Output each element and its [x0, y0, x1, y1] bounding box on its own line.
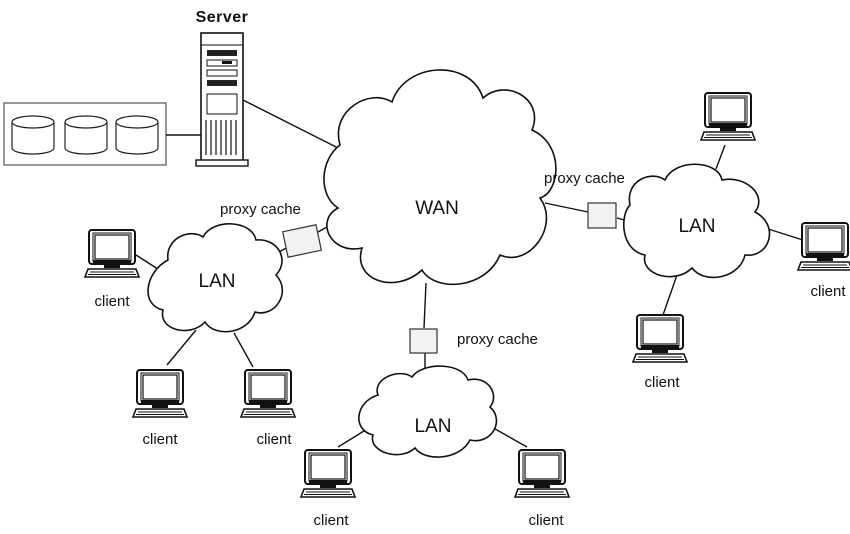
lan-cloud-bottom — [358, 365, 498, 458]
client-computer-icon — [132, 369, 188, 418]
client-label: client — [313, 512, 349, 529]
proxy-cache-box-left — [281, 224, 323, 258]
wan-bottom-proxy-link — [423, 282, 427, 329]
lan-label-bottom: LAN — [415, 416, 452, 437]
client-computer-icon — [797, 222, 850, 271]
client-label: client — [810, 283, 846, 300]
client-computer-icon — [84, 229, 140, 278]
client-label: client — [94, 293, 130, 310]
right-lan-client-bottom-link — [662, 274, 678, 316]
client-computer-icon — [514, 449, 570, 498]
lan-label-left: LAN — [199, 271, 236, 292]
client-label: client — [256, 431, 292, 448]
disk-icon — [115, 115, 159, 155]
client-computer-icon — [240, 369, 296, 418]
client-computer-icon — [632, 314, 688, 363]
lan-cloud-left — [147, 223, 283, 333]
proxy-cache-label-right: proxy cache — [544, 170, 625, 187]
proxy-cache-box-right — [587, 202, 617, 229]
client-computer-icon — [700, 92, 756, 141]
client-computer-icon — [300, 449, 356, 498]
right-lan-client-top-link — [715, 144, 726, 170]
client-label: client — [644, 374, 680, 391]
storage-array — [3, 102, 201, 166]
client-label: client — [142, 431, 178, 448]
server-label: Server — [196, 9, 249, 26]
left-lan-client-2-link — [166, 329, 197, 366]
lan-label-right: LAN — [679, 216, 716, 237]
server-tower-icon — [195, 32, 249, 167]
left-lan-client-3-link — [233, 332, 254, 368]
disk-icon — [64, 115, 108, 155]
disk-icon — [11, 115, 55, 155]
wan-cloud — [323, 69, 557, 286]
wan-right-proxy-link — [544, 202, 589, 213]
wan-label: WAN — [415, 198, 459, 219]
right-lan-client-right-link — [764, 227, 807, 242]
proxy-cache-label-left: proxy cache — [220, 201, 301, 218]
client-label: client — [528, 512, 564, 529]
proxy-cache-label-bottom: proxy cache — [457, 331, 538, 348]
server-wan-link — [242, 99, 349, 154]
lan-cloud-right — [623, 163, 771, 279]
proxy-cache-box-bottom — [409, 328, 438, 354]
